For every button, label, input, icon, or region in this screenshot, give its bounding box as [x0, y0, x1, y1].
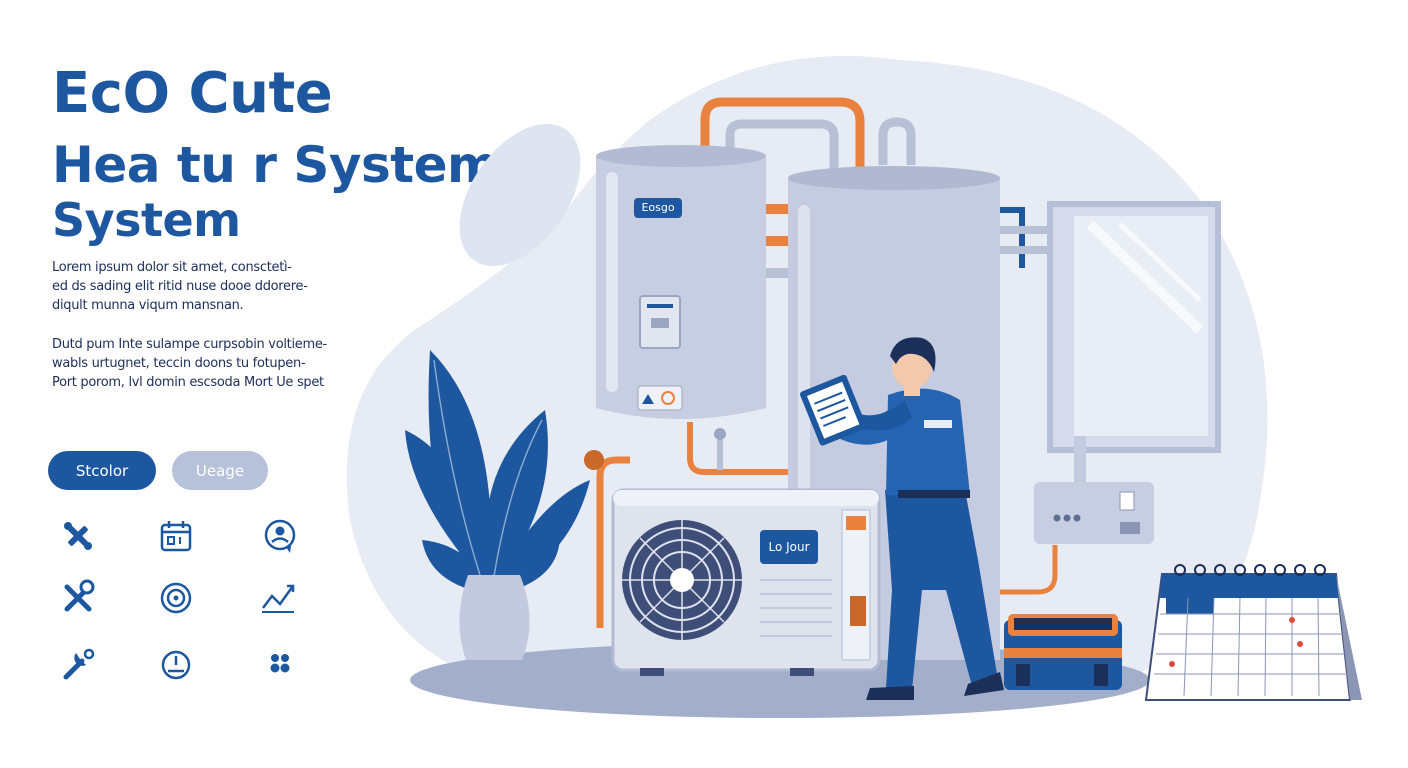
service-tools-icon [58, 644, 98, 684]
title-line-2: Hea tu r System [52, 136, 499, 194]
background-blob-small [459, 123, 581, 267]
tank-controls [637, 385, 683, 411]
intro-panel: EcO Cute Hea tu r System System Lorem ip… [0, 0, 499, 768]
tools-cross-icon [58, 516, 98, 556]
wrench-icon [58, 578, 98, 618]
line-chart-icon [258, 578, 298, 618]
target-icon [156, 578, 196, 618]
toolbox [1004, 614, 1122, 690]
heat-pump-label: Lo Jour [760, 530, 818, 564]
technician [831, 337, 1004, 700]
timer-icon [156, 644, 196, 684]
secondary-button[interactable]: Ueage [172, 451, 268, 490]
floor-shadow [410, 642, 1150, 718]
calendar-icon [156, 516, 196, 556]
primary-button[interactable]: Stcolor [48, 451, 156, 490]
user-support-icon [260, 516, 300, 556]
dots-icon [260, 644, 300, 684]
description-paragraph-2: Dutd pum Inte sulampe curpsobin voltieme… [52, 335, 352, 392]
paragraph-line: Lorem ipsum dolor sit amet, consctetì- [52, 260, 292, 275]
pipe-gray-top-2 [878, 117, 916, 165]
plant-pot [459, 575, 530, 660]
paragraph-line: ed ds sading elit ritid nuse dooe ddorer… [52, 279, 308, 294]
clipboard [800, 374, 867, 446]
paragraph-line: diqult munna viqum mansnan. [52, 298, 244, 313]
title-line-3: System [52, 193, 241, 247]
pipe-gray-top [725, 119, 839, 170]
controller-box [1034, 482, 1154, 544]
paragraph-line: Port porom, lvl domin escsoda Mort Ue sp… [52, 375, 324, 390]
tank-brand-label: Eosgo [634, 198, 682, 218]
paragraph-line: wabls urtugnet, teccin doons tu fotupen- [52, 356, 306, 371]
title-line-1: EcO Cute [52, 61, 333, 126]
description-paragraph-1: Lorem ipsum dolor sit amet, consctetì- e… [52, 258, 352, 315]
paragraph-line: Dutd pum Inte sulampe curpsobin voltieme… [52, 337, 327, 352]
water-heater-tank [596, 148, 766, 419]
calendar [1144, 564, 1362, 701]
pipe-orange-top [700, 97, 865, 170]
